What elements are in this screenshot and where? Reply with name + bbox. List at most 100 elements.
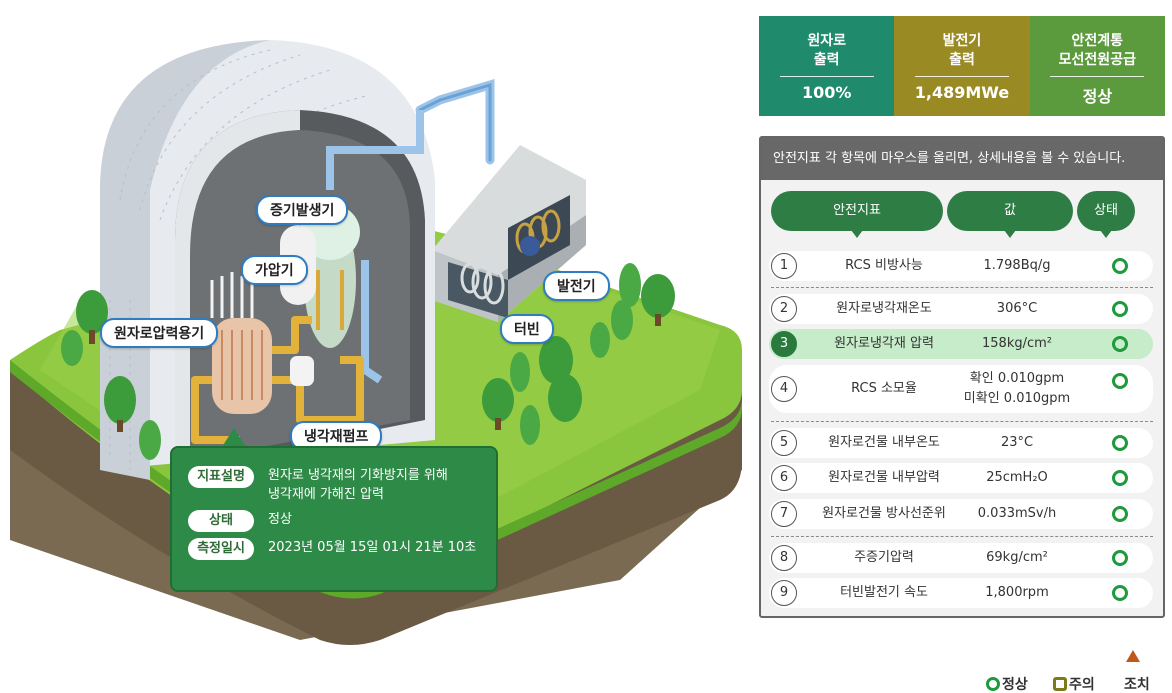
card-safety-bus-power-title: 안전계통 모선전원공급 bbox=[1030, 32, 1165, 72]
tooltip-desc-line-2: 냉각재에 가해진 압력 bbox=[268, 487, 384, 502]
indicator-number: 7 bbox=[771, 501, 797, 527]
indicator-row-7[interactable]: 7 원자로건물 방사선준위 0.033mSv/h bbox=[769, 499, 1153, 529]
card-generator-output: 발전기 출력 1,489MWe bbox=[894, 16, 1030, 116]
indicator-value: 0.033mSv/h bbox=[977, 506, 1057, 521]
indicator-number: 1 bbox=[771, 253, 797, 279]
legend-normal-label: 정상 bbox=[1002, 677, 1028, 693]
indicator-number: 8 bbox=[771, 545, 797, 571]
tooltip-pointer bbox=[222, 428, 246, 447]
indicator-number: 6 bbox=[771, 465, 797, 491]
safety-indicator-panel: 안전지표 각 항목에 마우스를 올리면, 상세내용을 볼 수 있습니다. 안전지… bbox=[759, 136, 1165, 618]
indicator-name: 주증기압력 bbox=[854, 550, 914, 565]
status-normal-icon bbox=[1112, 506, 1128, 522]
card-title-line: 안전계통 bbox=[1071, 33, 1124, 49]
status-normal-icon bbox=[1112, 470, 1128, 486]
indicator-value: 1.798Bq/g bbox=[983, 258, 1051, 273]
tooltip-time-key: 측정일시 bbox=[188, 538, 254, 560]
card-divider bbox=[1050, 76, 1145, 77]
indicator-value: 69kg/cm² bbox=[986, 550, 1048, 565]
card-safety-bus-power-value: 정상 bbox=[1082, 87, 1113, 106]
indicator-name: 원자로건물 내부압력 bbox=[828, 470, 940, 485]
indicator-number: 4 bbox=[771, 376, 797, 402]
tooltip-status-value: 정상 bbox=[268, 512, 292, 527]
indicator-number: 9 bbox=[771, 580, 797, 606]
legend-caution-label: 주의 bbox=[1069, 677, 1095, 693]
indicator-row-5[interactable]: 5 원자로건물 내부온도 23°C bbox=[769, 428, 1153, 458]
legend-normal-icon bbox=[986, 677, 1000, 691]
tooltip-description-row: 지표설명 원자로 냉각재의 기화방지를 위해 냉각재에 가해진 압력 bbox=[188, 466, 482, 504]
column-header-value: 값 bbox=[947, 191, 1073, 238]
tooltip-desc-key: 지표설명 bbox=[188, 466, 254, 488]
status-normal-icon bbox=[1112, 550, 1128, 566]
indicator-name: 터빈발전기 속도 bbox=[840, 585, 928, 600]
label-reactor-vessel[interactable]: 원자로압력용기 bbox=[100, 318, 219, 348]
legend-action-label: 조치 bbox=[1124, 677, 1150, 693]
tooltip-desc-line-1: 원자로 냉각재의 기화방지를 위해 bbox=[268, 468, 448, 483]
panel-header: 안전지표 각 항목에 마우스를 올리면, 상세내용을 볼 수 있습니다. bbox=[761, 138, 1163, 180]
card-reactor-output: 원자로 출력 100% bbox=[759, 16, 895, 116]
indicator-value: 23°C bbox=[1000, 435, 1034, 450]
status-normal-icon bbox=[1112, 435, 1128, 451]
card-generator-output-value: 1,489MWe bbox=[914, 83, 1010, 102]
indicator-value-line-1: 확인 0.010gpm bbox=[969, 371, 1065, 386]
indicator-tooltip: 지표설명 원자로 냉각재의 기화방지를 위해 냉각재에 가해진 압력 상태 정상… bbox=[170, 446, 498, 592]
card-divider bbox=[914, 76, 1009, 77]
tooltip-status-row: 상태 정상 bbox=[188, 510, 482, 532]
group-separator bbox=[771, 421, 1153, 422]
legend-action-icon bbox=[1126, 650, 1140, 662]
group-separator bbox=[771, 287, 1153, 288]
group-separator bbox=[771, 536, 1153, 537]
card-title-line: 출력 bbox=[949, 52, 975, 68]
indicator-value: 158kg/cm² bbox=[982, 336, 1052, 351]
indicator-row-4[interactable]: 4 RCS 소모율 확인 0.010gpm 미확인 0.010gpm bbox=[769, 365, 1153, 413]
status-normal-icon bbox=[1112, 301, 1128, 317]
legend-caution: 주의 bbox=[1053, 674, 1095, 693]
indicator-value: 1,800rpm bbox=[985, 585, 1049, 600]
card-generator-output-title: 발전기 출력 bbox=[894, 32, 1029, 72]
indicator-row-8[interactable]: 8 주증기압력 69kg/cm² bbox=[769, 543, 1153, 573]
tooltip-time-value: 2023년 05월 15일 01시 21분 10초 bbox=[268, 540, 477, 555]
status-cards: 원자로 출력 100% 발전기 출력 1,489MWe 안전계통 모선전원공급 … bbox=[759, 16, 1165, 116]
indicator-value: 확인 0.010gpm 미확인 0.010gpm bbox=[944, 369, 1090, 409]
tooltip-time-row: 측정일시 2023년 05월 15일 01시 21분 10초 bbox=[188, 538, 482, 560]
indicator-number: 3 bbox=[771, 331, 797, 357]
legend-caution-icon bbox=[1053, 677, 1067, 691]
indicator-value: 25cmH₂O bbox=[986, 470, 1048, 485]
tooltip-desc-value: 원자로 냉각재의 기화방지를 위해 냉각재에 가해진 압력 bbox=[268, 466, 448, 504]
status-normal-icon bbox=[1112, 373, 1128, 389]
card-safety-bus-power: 안전계통 모선전원공급 정상 bbox=[1029, 16, 1165, 116]
indicator-number: 2 bbox=[771, 296, 797, 322]
indicator-row-6[interactable]: 6 원자로건물 내부압력 25cmH₂O bbox=[769, 463, 1153, 493]
column-header-status: 상태 bbox=[1077, 191, 1135, 238]
legend-normal: 정상 bbox=[986, 674, 1028, 693]
label-steam-generator[interactable]: 증기발생기 bbox=[256, 195, 349, 225]
indicator-name: 원자로건물 내부온도 bbox=[828, 435, 940, 450]
card-title-line: 출력 bbox=[813, 52, 840, 68]
indicator-name: 원자로건물 방사선준위 bbox=[822, 506, 946, 521]
status-normal-icon bbox=[1112, 585, 1128, 601]
card-title-line: 원자로 bbox=[807, 33, 846, 49]
indicator-row-3[interactable]: 3 원자로냉각재 압력 158kg/cm² bbox=[769, 329, 1153, 359]
label-generator[interactable]: 발전기 bbox=[543, 271, 610, 301]
status-legend: 정상 주의 조치 bbox=[986, 646, 1172, 693]
indicator-name: RCS 비방사능 bbox=[845, 258, 923, 273]
status-normal-icon bbox=[1112, 258, 1128, 274]
card-title-line: 발전기 bbox=[942, 33, 982, 49]
card-reactor-output-value: 100% bbox=[801, 83, 852, 102]
indicator-name: 원자로냉각재 압력 bbox=[834, 336, 934, 351]
indicator-number: 5 bbox=[771, 430, 797, 456]
card-title-line: 모선전원공급 bbox=[1058, 52, 1136, 68]
indicator-value: 306°C bbox=[996, 301, 1038, 316]
label-pressurizer[interactable]: 가압기 bbox=[241, 255, 308, 285]
indicator-row-2[interactable]: 2 원자로냉각재온도 306°C bbox=[769, 294, 1153, 324]
indicator-row-1[interactable]: 1 RCS 비방사능 1.798Bq/g bbox=[769, 251, 1153, 281]
status-normal-icon bbox=[1112, 336, 1128, 352]
indicator-name: 원자로냉각재온도 bbox=[836, 301, 932, 316]
card-reactor-output-title: 원자로 출력 bbox=[759, 32, 894, 72]
indicator-value-line-2: 미확인 0.010gpm bbox=[963, 391, 1071, 406]
card-divider bbox=[779, 76, 874, 77]
indicator-row-9[interactable]: 9 터빈발전기 속도 1,800rpm bbox=[769, 578, 1153, 608]
indicator-name: RCS 소모율 bbox=[851, 381, 917, 396]
label-turbine[interactable]: 터빈 bbox=[500, 314, 554, 344]
column-header-indicator: 안전지표 bbox=[771, 191, 943, 238]
